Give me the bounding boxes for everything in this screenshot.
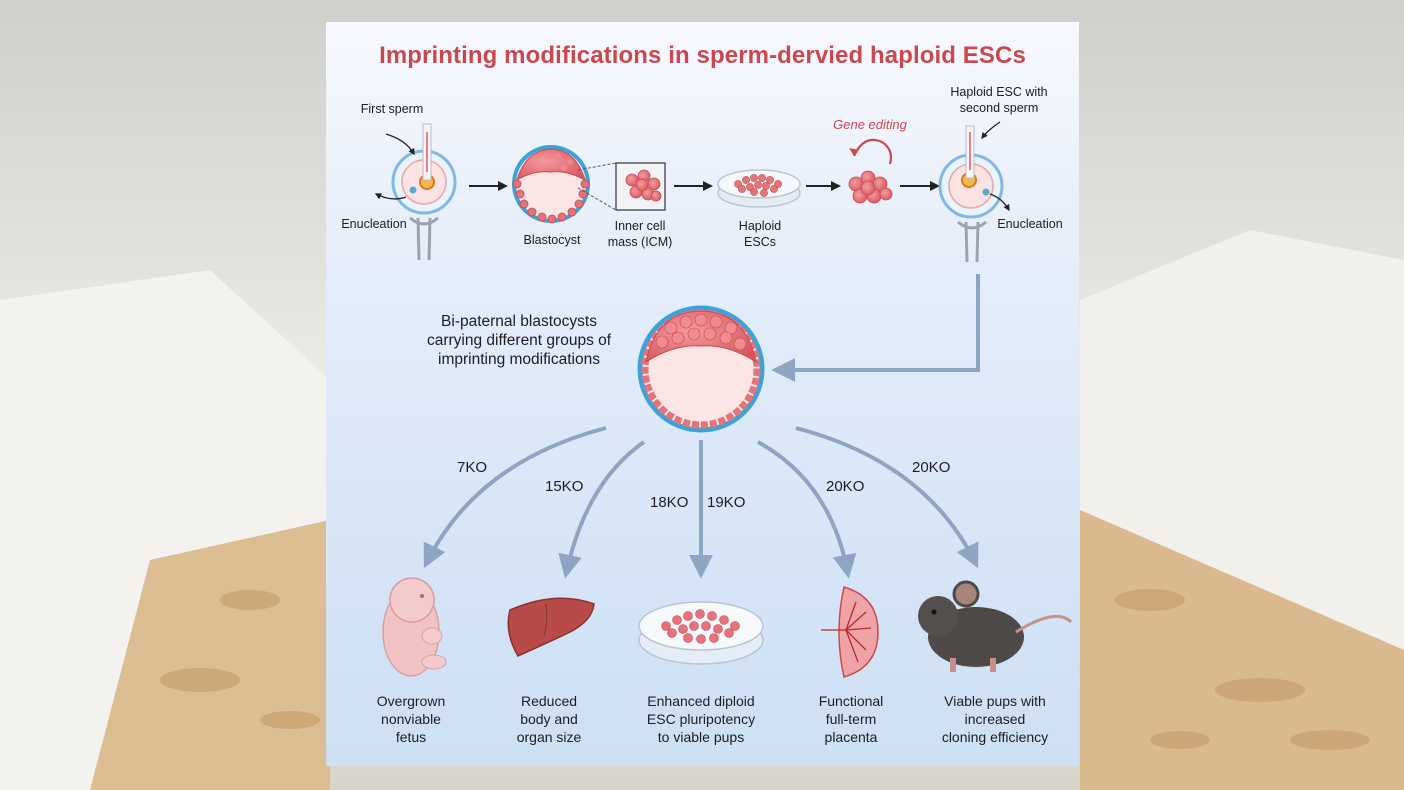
label-blastocyst: Blastocyst (523, 233, 581, 247)
mouse-icon (918, 580, 1073, 672)
label-bi-paternal-blastocysts: Bi-paternal blastocysts carrying differe… (426, 313, 612, 368)
diagram-panel: Imprinting modifications in sperm-dervie… (326, 22, 1079, 766)
ko-label-18: 18KO (650, 494, 689, 511)
diagram-title: Imprinting modifications in sperm-dervie… (379, 42, 1026, 69)
fetus-icon (382, 577, 447, 677)
ko-label-7: 7KO (457, 459, 488, 476)
outcome-functional-placenta: Functional full-term placenta (818, 693, 884, 745)
return-arrow (771, 274, 980, 382)
ko-label-20-a: 20KO (826, 478, 865, 495)
petri-dish-small-icon (717, 169, 801, 208)
icm-icon (577, 162, 666, 211)
outcome-viable-pups: Viable pups with increased cloning effic… (941, 693, 1049, 745)
ko-label-20-b: 20KO (912, 459, 951, 476)
label-icm: Inner cell mass (ICM) (607, 219, 673, 249)
liver-icon (507, 597, 595, 657)
ko-label-15: 15KO (545, 478, 584, 495)
gene-edited-cells-icon (848, 138, 893, 204)
label-haploid-second-sperm: Haploid ESC with second sperm (950, 85, 1048, 115)
placenta-icon (821, 586, 879, 678)
label-enucleation-left: Enucleation (341, 217, 407, 231)
blastocyst-icon (512, 145, 590, 224)
ko-label-19: 19KO (707, 494, 746, 511)
right-oocyte-icon (938, 121, 1010, 263)
label-enucleation-right: Enucleation (997, 217, 1063, 231)
bi-paternal-blastocyst-icon (637, 305, 765, 433)
outcome-enhanced-pluripotency: Enhanced diploid ESC pluripotency to via… (646, 693, 756, 745)
diagram-graphics (374, 121, 1073, 678)
petri-dish-icon (638, 601, 764, 665)
left-oocyte-icon (374, 123, 457, 261)
label-haploid-escs: Haploid ESCs (738, 219, 782, 249)
label-first-sperm: First sperm (360, 102, 424, 116)
outcome-overgrown-fetus: Overgrown nonviable fetus (376, 693, 446, 745)
label-gene-editing: Gene editing (833, 117, 907, 132)
outcome-reduced-size: Reduced body and organ size (516, 693, 582, 745)
